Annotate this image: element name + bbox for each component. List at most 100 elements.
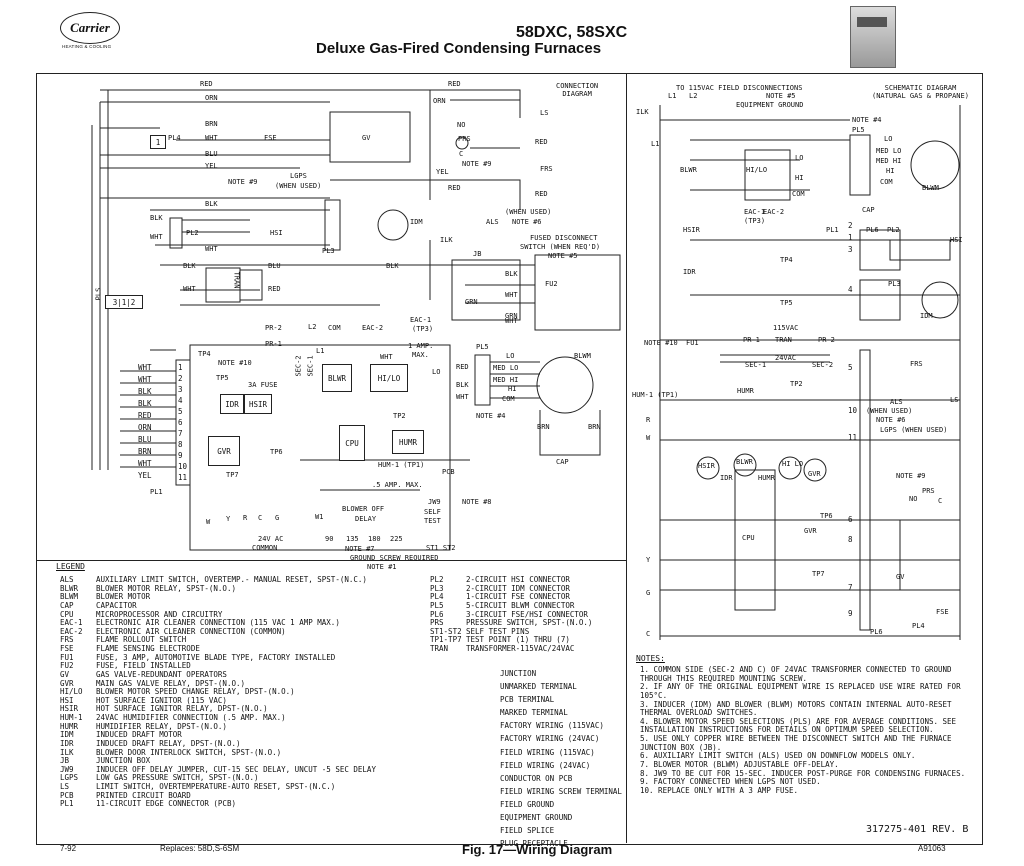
- hilo-label: HI/LO: [377, 373, 401, 383]
- label-no: NO: [457, 121, 466, 129]
- legend-key: FSE: [60, 644, 74, 653]
- label-wht: WHT: [505, 291, 518, 299]
- delay-180: 180: [368, 535, 381, 543]
- label-com: COM: [880, 178, 893, 186]
- label-red: RED: [535, 190, 548, 198]
- humr-relay: HUMR: [392, 430, 424, 454]
- label-pl3: PL3: [322, 247, 335, 255]
- connection-diagram-title: CONNECTION DIAGRAM: [556, 82, 598, 99]
- legend-key: EAC-1: [60, 618, 83, 628]
- legend-value: LOW GAS PRESSURE SWITCH, SPST-(N.O.): [96, 773, 259, 783]
- label-idm: IDM: [920, 312, 933, 320]
- label-switch: SWITCH (WHEN REQ'D): [520, 243, 601, 251]
- label-brn: BRN: [205, 120, 218, 128]
- label-ls: LS: [950, 396, 959, 404]
- label-tran: TRAN: [232, 271, 241, 289]
- note-item: 10. REPLACE ONLY WITH A 3 AMP FUSE.: [640, 785, 799, 795]
- label-grn: GRN: [505, 312, 518, 320]
- legend-key: GV: [60, 669, 70, 679]
- gvr-relay: GVR: [208, 436, 240, 466]
- legend-value: FUSE, FIELD INSTALLED: [96, 661, 191, 671]
- label-note5: NOTE #5: [548, 252, 578, 260]
- connection-title-line2: DIAGRAM: [562, 90, 592, 99]
- note-item: 6. AUXILIARY LIMIT SWITCH (ALS) USED ON …: [640, 751, 916, 761]
- label-idm: IDM: [410, 218, 423, 226]
- label-no: NO: [909, 495, 918, 503]
- field-line1: TO 115VAC FIELD DISCONNECTIONS: [676, 84, 803, 92]
- humr-label: HUMR: [398, 437, 418, 447]
- label-pl1: PL1: [150, 488, 163, 496]
- label-als-when: (WHEN USED): [505, 208, 552, 216]
- schematic-diagram-title: SCHEMATIC DIAGRAM (NATURAL GAS & PROPANE…: [872, 84, 969, 101]
- pl1-wire: ORN: [138, 423, 152, 432]
- note-item: 2. IF ANY OF THE ORIGINAL EQUIPMENT WIRE…: [640, 682, 961, 700]
- terminal-c: C: [646, 630, 651, 638]
- terminal-r: R: [243, 514, 248, 522]
- label-tp7: TP7: [812, 570, 825, 578]
- gvr-label: GVR: [217, 446, 231, 456]
- label-grn: GRN: [465, 298, 478, 306]
- label-ilk: ILK: [636, 108, 649, 116]
- hsir-relay: HSIR: [244, 394, 272, 414]
- label-fu1: FU1: [686, 339, 699, 347]
- label-blk: BLK: [505, 270, 518, 278]
- legend-value: FLAME SENSING ELECTRODE: [96, 644, 200, 653]
- pl1-wire: YEL: [138, 471, 152, 480]
- model-number: 58DXC, 58SXC: [516, 24, 628, 41]
- label-ls: LS: [540, 109, 549, 117]
- note-item: 1. COMMON SIDE (SEC-2 AND C) OF 24VAC TR…: [640, 665, 952, 683]
- label-red: RED: [535, 138, 548, 146]
- label-eac1: EAC-1: [744, 208, 766, 216]
- legend-key: BLWM: [60, 592, 79, 602]
- label-note1: NOTE #1: [367, 563, 397, 571]
- pl1-wire: BLK: [138, 387, 152, 396]
- label-prs: PRS: [458, 135, 471, 143]
- legend-symbol-item: FACTORY WIRING (115VAC): [500, 721, 604, 731]
- label-sec2: SEC-2: [294, 355, 303, 377]
- label-frs: FRS: [540, 165, 553, 173]
- label-gv: GV: [362, 134, 371, 142]
- label-pl2: PL2: [186, 229, 199, 237]
- label-blwm: BLWM: [922, 184, 939, 192]
- figure-caption: Fig. 17—Wiring Diagram: [462, 842, 613, 857]
- label-frs: FRS: [910, 360, 923, 368]
- legend-item: FSE FLAME SENSING ELECTRODE: [60, 644, 450, 654]
- furnace-photo: [850, 6, 896, 68]
- label-tp5: TP5: [216, 374, 229, 382]
- label-fu1: 3A FUSE: [248, 381, 278, 389]
- terminal-w: W: [646, 434, 651, 442]
- note-item: 7. BLOWER MOTOR (BLWM) ADJUSTABLE OFF-DE…: [640, 759, 839, 769]
- legend-key: ILK: [60, 747, 74, 757]
- blwr-relay: BLWR: [322, 364, 352, 392]
- legend-value: ELECTRONIC AIR CLEANER CONNECTION (115 V…: [96, 618, 340, 628]
- legend-value: HUMIDIFIER RELAY, DPST-(N.O.): [96, 721, 227, 731]
- label-jb: JB: [473, 250, 482, 258]
- label-tp5: TP5: [780, 299, 793, 307]
- connection-title-line1: CONNECTION: [556, 82, 599, 90]
- label-als: ALS: [486, 218, 499, 226]
- legend-value: 2-CIRCUIT IDM CONNECTOR: [466, 583, 570, 593]
- legend-value: GAS VALVE-REDUNDANT OPERATORS: [96, 669, 227, 679]
- legend-key: LS: [60, 782, 70, 791]
- label-l1: L1: [316, 347, 325, 355]
- legend-value: 24VAC HUMIDIFIER CONNECTION (.5 AMP. MAX…: [96, 713, 286, 722]
- label-medlo: MED LO: [493, 364, 519, 372]
- label-hilo: HI/LO: [746, 166, 768, 174]
- legend-value: INDUCED DRAFT RELAY, DPST-(N.O.): [96, 738, 241, 748]
- label-hum1: HUM-1 (TP1): [378, 461, 425, 469]
- label-jw9: JW9: [428, 498, 441, 506]
- legend-symbol-item: UNMARKED TERMINAL: [500, 682, 577, 692]
- label-wht: WHT: [380, 353, 393, 361]
- relay-blwr: BLWR: [736, 458, 753, 466]
- pl1-pin: 11: [178, 473, 188, 482]
- idr-relay: IDR: [220, 394, 244, 414]
